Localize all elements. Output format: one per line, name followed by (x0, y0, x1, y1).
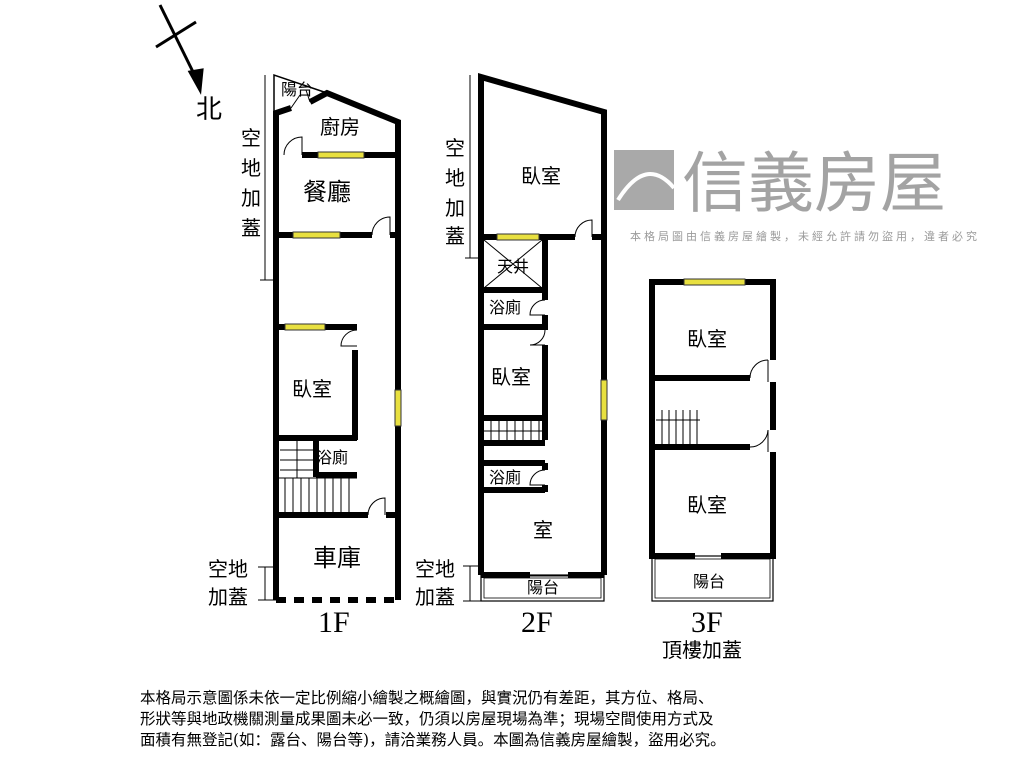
north-arrow-icon (155, 4, 204, 95)
room-label-room: 室 (533, 518, 553, 542)
annex-label: 空 (241, 126, 261, 150)
annex-label: 空 (445, 136, 465, 160)
annex-label: 空地 (208, 557, 248, 581)
windows (496, 233, 608, 421)
floor-1f: 陽台 廚房 餐廳 臥室 浴廁 車庫 空 地 加 蓋 空地 加蓋 1F (208, 73, 402, 639)
balcony-outline (651, 555, 774, 602)
room-label-bathroom: 浴廁 (316, 448, 348, 467)
annex-label: 加蓋 (208, 585, 248, 609)
balcony-outline (480, 574, 605, 602)
annex-label: 加 (241, 186, 261, 210)
floor-3f: 臥室 臥室 陽台 3F 頂樓加蓋 (649, 278, 776, 662)
room-label-bedroom-1: 臥室 (687, 327, 727, 351)
north-label: 北 (196, 95, 222, 125)
disclaimer-line: 面積有無登記(如：露台、陽台等)，請洽業務人員。本圖為信義房屋繪製，盜用必究。 (140, 731, 726, 749)
doors[interactable] (283, 89, 391, 516)
disclaimer-line: 本格局示意圖係未依一定比例縮小繪製之概繪圖，與實況仍有差距，其方位、格局、 (140, 689, 714, 707)
watermark-brand: 信義房屋 (682, 145, 946, 222)
balcony-outline (273, 73, 328, 113)
room-label-dining: 餐廳 (303, 178, 351, 206)
floor-2f: 臥室 天井 浴廁 臥室 浴廁 室 陽台 空 地 加 蓋 空地 加蓋 2F (415, 73, 608, 639)
room-label-bedroom: 臥室 (292, 377, 332, 401)
room-label-balcony: 陽台 (693, 572, 725, 591)
floor-label-2f: 2F (521, 606, 553, 639)
annex-label: 蓋 (241, 216, 261, 240)
annex-label: 地 (241, 156, 261, 180)
annex-label: 地 (445, 166, 465, 190)
windows (284, 151, 402, 427)
stairs (278, 440, 357, 513)
room-label-bathroom-2: 浴廁 (489, 468, 521, 487)
disclaimer: 本格局示意圖係未依一定比例縮小繪製之概繪圖，與實況仍有差距，其方位、格局、 形狀… (140, 688, 900, 751)
annex-label: 加蓋 (415, 585, 455, 609)
room-label-bathroom-1: 浴廁 (489, 298, 521, 317)
stairs (483, 420, 543, 441)
room-label-lightwell: 天井 (497, 257, 529, 276)
room-label-bedroom-mid: 臥室 (491, 365, 531, 389)
room-label-balcony: 陽台 (527, 578, 559, 597)
dimension-lines (463, 75, 481, 602)
room-label-bedroom-2: 臥室 (687, 493, 727, 517)
doors[interactable] (529, 219, 593, 486)
watermark-notice: 本格局圖由信義房屋繪製，未經允許請勿盜用，違者必究 (630, 229, 980, 243)
annex-label: 空地 (415, 557, 455, 581)
annex-label: 加 (445, 196, 465, 220)
room-label-bedroom-front: 臥室 (521, 164, 561, 188)
dimension-lines (258, 75, 276, 601)
floor-label-1f: 1F (318, 606, 350, 639)
disclaimer-line: 形狀等與地政機關測量成果圖未必一致，仍須以房屋現場為準；現場空間使用方式及 (140, 710, 714, 728)
annex-label: 蓋 (445, 224, 465, 248)
lightwell-cross (483, 239, 543, 289)
room-label-balcony: 陽台 (281, 80, 313, 99)
watermark: 信義房屋 本格局圖由信義房屋繪製，未經允許請勿盜用，違者必究 (614, 145, 980, 243)
room-label-kitchen: 廚房 (320, 115, 360, 139)
window (683, 278, 746, 286)
stairs (656, 410, 700, 444)
doors[interactable] (749, 359, 769, 452)
floor-sublabel-3f: 頂樓加蓋 (662, 638, 742, 662)
room-label-garage: 車庫 (313, 544, 361, 572)
floor-label-3f: 3F (691, 606, 723, 639)
